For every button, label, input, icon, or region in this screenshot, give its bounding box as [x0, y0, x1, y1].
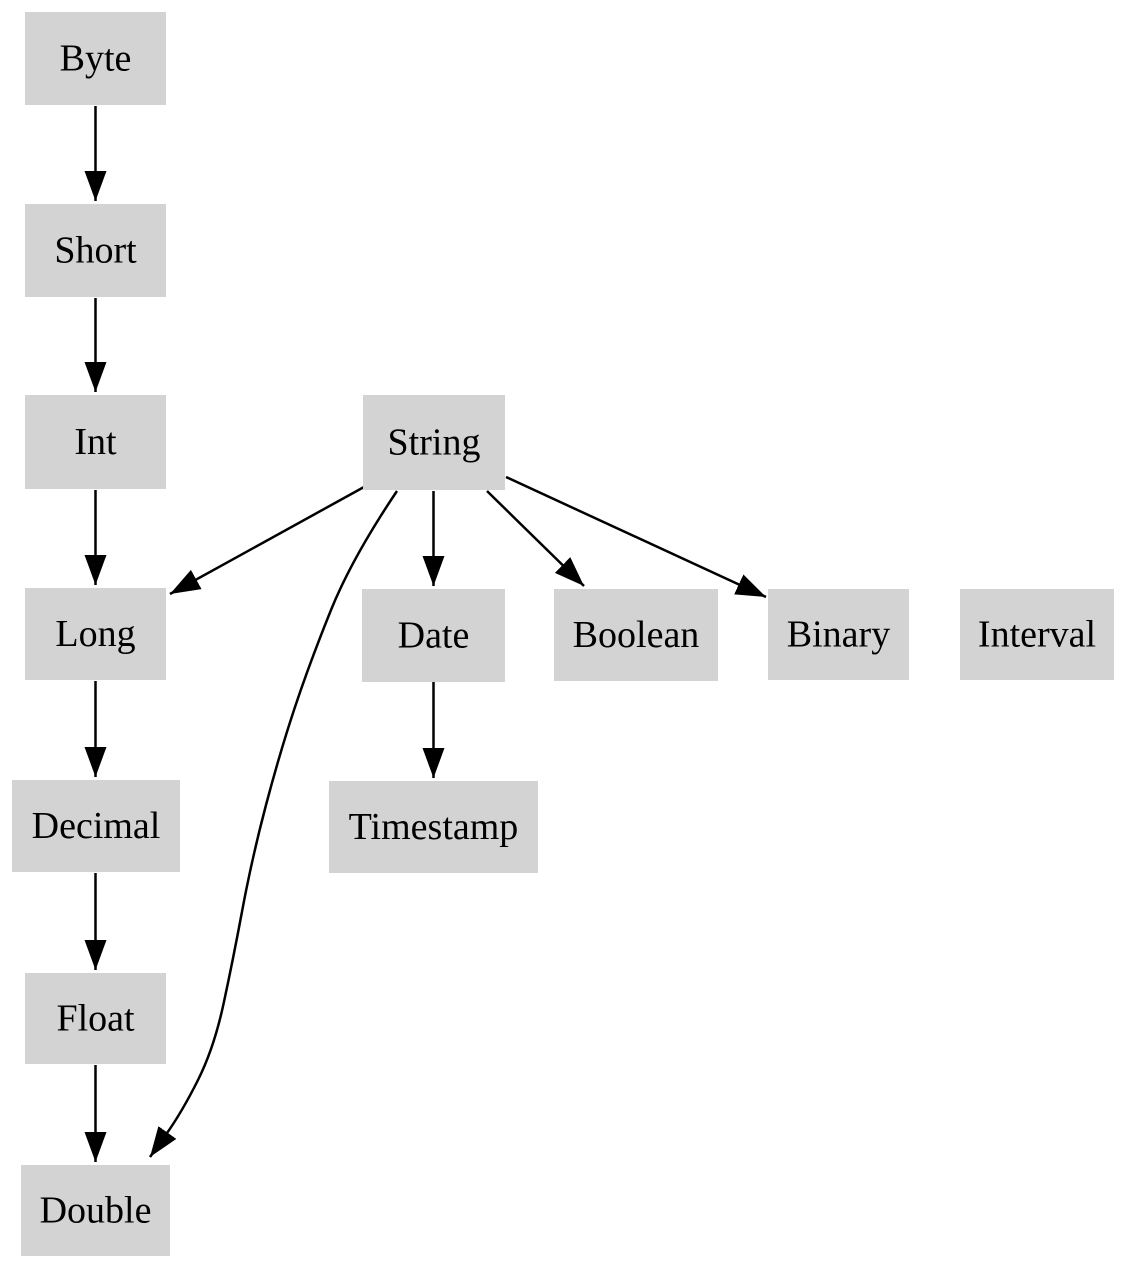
node-box-double — [21, 1165, 170, 1256]
edge-string-to-long — [169, 485, 365, 596]
node-label-date: Date — [398, 614, 470, 656]
node-box-timestamp — [329, 781, 538, 873]
node-float: Float — [25, 973, 166, 1064]
node-label-long: Long — [55, 613, 135, 655]
node-box-byte — [25, 12, 166, 105]
node-label-decimal: Decimal — [32, 805, 161, 847]
node-label-timestamp: Timestamp — [349, 806, 519, 848]
node-box-long — [25, 588, 166, 680]
node-label-boolean: Boolean — [573, 614, 700, 656]
node-box-interval — [960, 589, 1114, 680]
node-label-int: Int — [74, 421, 117, 463]
node-label-string: String — [388, 421, 481, 463]
node-box-binary — [768, 589, 909, 680]
edge-string-to-double — [148, 490, 399, 1158]
node-box-short — [25, 204, 166, 297]
node-box-decimal — [12, 780, 180, 872]
node-short: Short — [25, 204, 166, 297]
node-label-binary: Binary — [787, 613, 890, 655]
edges-layer — [84, 106, 767, 1162]
node-int: Int — [25, 395, 166, 489]
node-box-float — [25, 973, 166, 1064]
node-timestamp: Timestamp — [329, 781, 538, 873]
node-label-float: Float — [56, 997, 135, 1039]
node-double: Double — [21, 1165, 170, 1256]
node-binary: Binary — [768, 589, 909, 680]
node-box-boolean — [554, 589, 718, 681]
node-label-double: Double — [40, 1189, 152, 1231]
node-box-int — [25, 395, 166, 489]
node-byte: Byte — [25, 12, 166, 105]
node-label-byte: Byte — [60, 37, 132, 79]
node-box-string — [363, 395, 505, 490]
node-string: String — [363, 395, 505, 490]
node-label-interval: Interval — [978, 613, 1096, 655]
node-boolean: Boolean — [554, 589, 718, 681]
node-long: Long — [25, 588, 166, 680]
node-date: Date — [362, 589, 505, 682]
edge-string-to-binary — [505, 475, 767, 599]
node-interval: Interval — [960, 589, 1114, 680]
edge-string-to-boolean — [486, 490, 585, 587]
node-label-short: Short — [54, 229, 137, 271]
node-box-date — [362, 589, 505, 682]
node-decimal: Decimal — [12, 780, 180, 872]
